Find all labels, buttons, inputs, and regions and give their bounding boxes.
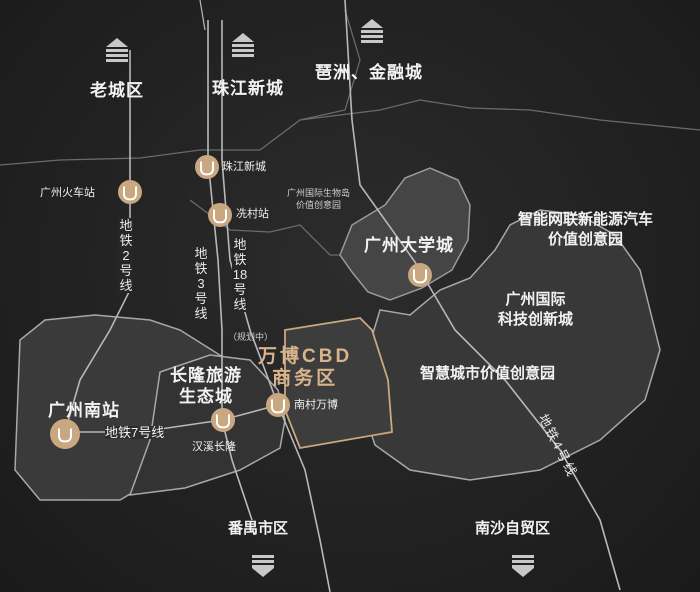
arrow-up-icon xyxy=(361,19,383,43)
metro-station-icon xyxy=(118,180,142,204)
station-label-zhujiang: 珠江新城 xyxy=(222,161,266,173)
district-boundary-east xyxy=(299,99,700,131)
district-label-cbd: 万博CBD 商务区 xyxy=(258,346,353,389)
station-label-nancun-wanbo: 南村万博 xyxy=(294,399,338,411)
region-cbd xyxy=(284,317,393,450)
district-label-smart-city: 智慧城市价值创意园 xyxy=(420,365,556,382)
station-label-hanxi-changlong: 汉溪长隆 xyxy=(192,441,236,453)
metro-station-icon xyxy=(408,263,432,287)
arrow-down-icon xyxy=(512,553,534,577)
district-label-zhujiang-new-town: 珠江新城 xyxy=(212,79,284,98)
district-label-nansha: 南沙自贸区 xyxy=(475,520,551,537)
district-label-bio-island: 广州国际生物岛 价值创意园 xyxy=(287,188,351,210)
metro-line-label-18: 地铁18号线 xyxy=(232,237,248,312)
metro-line-note-18: （规划中） xyxy=(228,332,274,342)
arrow-up-icon xyxy=(106,38,128,62)
metro-line-4 xyxy=(344,0,621,591)
metro-station-icon xyxy=(208,203,232,227)
district-boundary-north xyxy=(0,9,361,166)
district-label-university-town: 广州大学城 xyxy=(364,236,454,255)
metro-station-icon xyxy=(50,419,80,449)
region-changlong xyxy=(128,354,286,496)
metro-station-icon xyxy=(266,393,290,417)
district-label-changlong: 长隆旅游 生态城 xyxy=(170,366,242,406)
district-label-ev-park: 智能网联新能源汽车 价值创意园 xyxy=(518,211,654,248)
metro-line-label-2: 地铁2号线 xyxy=(118,218,134,293)
metro-line-label-3: 地铁3号线 xyxy=(193,246,209,321)
district-label-guangzhou-south: 广州南站 xyxy=(48,401,120,420)
region-university-town xyxy=(339,167,471,301)
station-label-xiancun: 冼村站 xyxy=(236,208,269,220)
metro-line-extra xyxy=(199,0,206,31)
station-label-gz-railway: 广州火车站 xyxy=(40,187,95,199)
metro-line-2-south xyxy=(64,289,131,433)
metro-line-7 xyxy=(65,404,279,433)
metro-station-icon xyxy=(195,155,219,179)
metro-line-label-7: 地铁7号线 xyxy=(105,425,165,440)
region-east xyxy=(359,209,661,481)
arrow-up-icon xyxy=(232,33,254,57)
metro-line-18 xyxy=(221,20,331,592)
district-label-old-city: 老城区 xyxy=(90,81,144,100)
arrow-down-icon xyxy=(252,553,274,577)
district-label-pazhou: 琶洲、金融城 xyxy=(315,63,423,82)
district-label-tech-city: 广州国际 科技创新城 xyxy=(498,291,574,328)
district-label-panyu: 番禺市区 xyxy=(228,520,289,537)
metro-station-icon xyxy=(211,408,235,432)
